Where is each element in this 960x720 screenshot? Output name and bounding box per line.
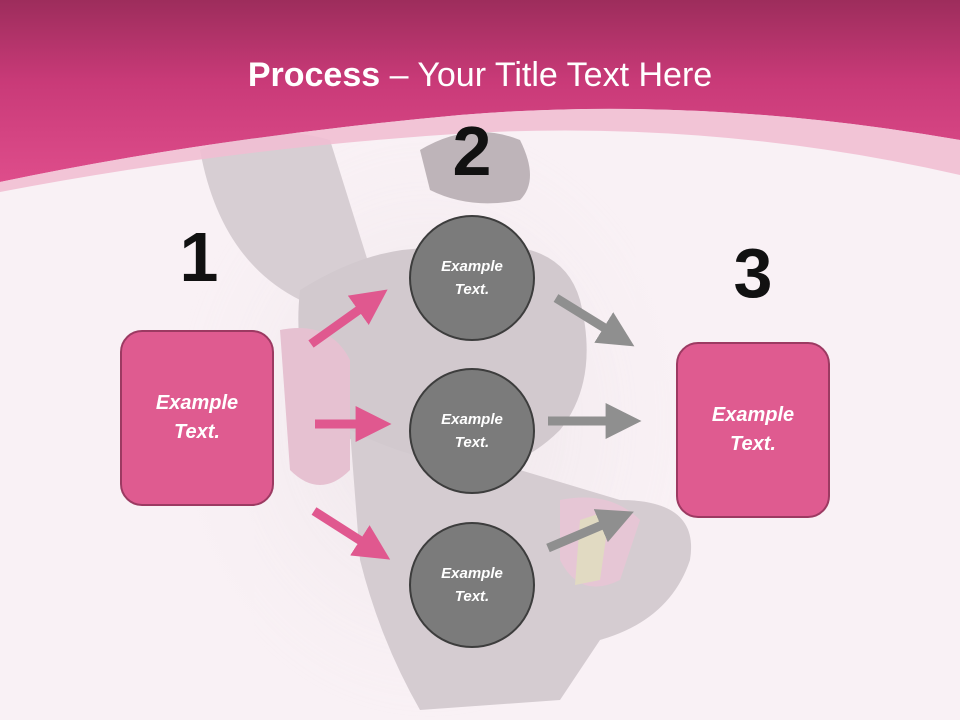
- circle-middle-text: Example Text.: [441, 411, 503, 451]
- step-number-2: 2: [452, 112, 492, 190]
- circle-middle: Example Text.: [409, 368, 535, 494]
- circle-top: Example Text.: [409, 215, 535, 341]
- circle-top-text: Example Text.: [441, 258, 503, 298]
- arrow-top-to-3: [553, 294, 635, 347]
- slide-title: Process – Your Title Text Here: [0, 54, 960, 96]
- step-3-box: Example Text.: [676, 342, 830, 518]
- arrow-1-to-top: [308, 289, 388, 348]
- title-strong: Process: [247, 56, 381, 94]
- step-1-text: Example Text.: [155, 392, 239, 443]
- step-number-3: 3: [733, 234, 773, 312]
- step-number-1: 1: [179, 218, 219, 296]
- step-1-box: Example Text.: [120, 330, 274, 506]
- title-rest: – Your Title Text Here: [380, 56, 713, 94]
- arrow-bottom-to-3: [546, 509, 634, 553]
- circle-bottom-text: Example Text.: [441, 565, 503, 605]
- arrow-1-to-bottom: [311, 507, 391, 560]
- step-3-text: Example Text.: [711, 404, 795, 455]
- circle-bottom: Example Text.: [409, 522, 535, 648]
